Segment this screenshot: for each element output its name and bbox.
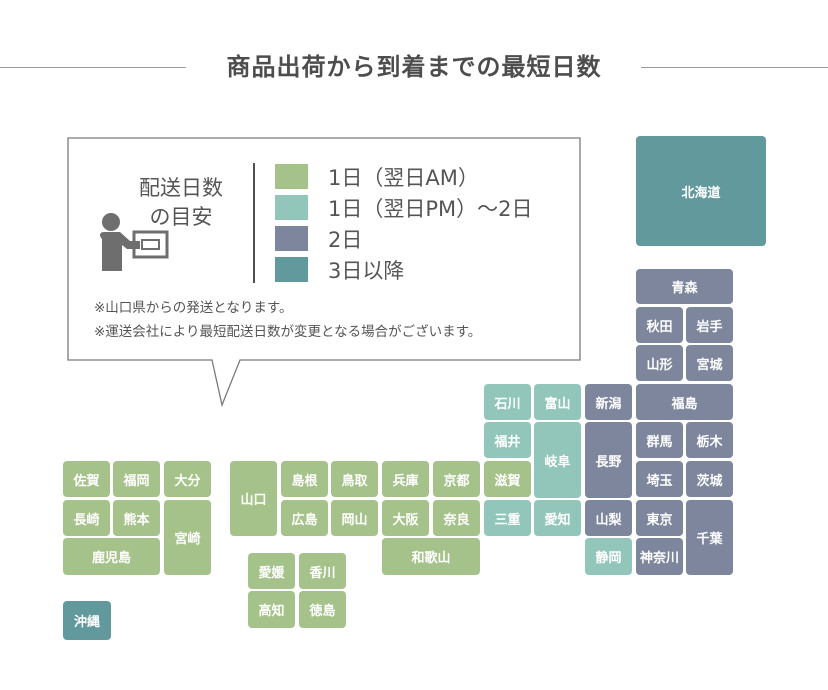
pref-saga: 佐賀 bbox=[63, 461, 110, 497]
pref-tochigi: 栃木 bbox=[686, 422, 733, 458]
pref-okinawa: 沖縄 bbox=[63, 601, 111, 640]
legend-item-2day: 2日 bbox=[275, 226, 363, 252]
legend-heading-line2: の目安 bbox=[149, 205, 213, 229]
pref-ishikawa: 石川 bbox=[484, 384, 531, 420]
legend-item-3day: 3日以降 bbox=[275, 257, 405, 283]
legend-item-1day-pm: 1日（翌日PM）〜2日 bbox=[275, 195, 533, 221]
delivery-person-icon bbox=[100, 213, 169, 271]
legend-note: ※山口県からの発送となります。 bbox=[94, 300, 293, 316]
pref-nara: 奈良 bbox=[433, 500, 480, 536]
pref-fukui: 福井 bbox=[484, 422, 531, 458]
pref-gifu: 岐阜 bbox=[534, 422, 581, 498]
pref-hokkaido: 北海道 bbox=[636, 136, 766, 246]
pref-toyama: 富山 bbox=[534, 384, 581, 420]
pref-kochi: 高知 bbox=[248, 591, 295, 628]
pref-shiga: 滋賀 bbox=[484, 461, 531, 497]
pref-nagasaki: 長崎 bbox=[63, 500, 110, 536]
pref-shimane: 島根 bbox=[281, 461, 328, 497]
legend-heading: 配送日数 の目安 bbox=[122, 174, 240, 232]
pref-miyazaki: 宮崎 bbox=[164, 500, 211, 575]
pref-yamaguchi: 山口 bbox=[230, 461, 277, 536]
legend-label: 2日 bbox=[328, 227, 363, 252]
pref-shizuoka: 静岡 bbox=[585, 538, 632, 575]
pref-fukushima: 福島 bbox=[636, 384, 733, 420]
title-rule-left bbox=[0, 67, 186, 68]
pref-niigata: 新潟 bbox=[585, 384, 632, 420]
pref-hyogo: 兵庫 bbox=[382, 461, 429, 497]
pref-nagano: 長野 bbox=[585, 422, 632, 498]
pref-oita: 大分 bbox=[164, 461, 211, 497]
pref-aomori: 青森 bbox=[636, 269, 733, 304]
pref-aichi: 愛知 bbox=[534, 500, 581, 536]
legend-swatch bbox=[275, 226, 308, 251]
page-title: 商品出荷から到着までの最短日数 bbox=[226, 53, 602, 81]
legend-item-1day-am: 1日（翌日AM） bbox=[275, 164, 479, 190]
pref-kagawa: 香川 bbox=[299, 553, 346, 589]
pref-okayama: 岡山 bbox=[331, 500, 378, 536]
legend-label: 1日（翌日AM） bbox=[328, 165, 479, 190]
legend-divider bbox=[253, 163, 255, 283]
pref-ibaraki: 茨城 bbox=[686, 461, 733, 497]
pref-chiba: 千葉 bbox=[686, 500, 733, 575]
pref-iwate: 岩手 bbox=[686, 307, 733, 343]
pref-kagoshima: 鹿児島 bbox=[63, 538, 160, 575]
legend-heading-line1: 配送日数 bbox=[139, 176, 223, 200]
pref-fukuoka: 福岡 bbox=[113, 461, 160, 497]
pref-mie: 三重 bbox=[484, 500, 531, 536]
legend-swatch bbox=[275, 257, 308, 282]
legend-label: 1日（翌日PM）〜2日 bbox=[328, 196, 533, 221]
pref-yamanashi: 山梨 bbox=[585, 500, 632, 536]
pref-saitama: 埼玉 bbox=[636, 461, 683, 497]
legend-swatch bbox=[275, 164, 308, 189]
legend-note: ※運送会社により最短配送日数が変更となる場合がございます。 bbox=[94, 324, 482, 340]
pref-hiroshima: 広島 bbox=[281, 500, 328, 536]
pref-wakayama: 和歌山 bbox=[382, 538, 480, 575]
pref-yamagata: 山形 bbox=[636, 345, 683, 381]
pref-akita: 秋田 bbox=[636, 307, 683, 343]
title-rule-right bbox=[641, 67, 828, 68]
pref-miyagi: 宮城 bbox=[686, 345, 733, 381]
pref-tokyo: 東京 bbox=[636, 500, 683, 536]
legend-label: 3日以降 bbox=[328, 258, 405, 283]
pref-kanagawa: 神奈川 bbox=[636, 538, 683, 575]
pref-kumamoto: 熊本 bbox=[113, 500, 160, 536]
pref-ehime: 愛媛 bbox=[248, 553, 295, 589]
pref-kyoto: 京都 bbox=[433, 461, 480, 497]
pref-tottori: 鳥取 bbox=[331, 461, 378, 497]
pref-osaka: 大阪 bbox=[382, 500, 429, 536]
pref-tokushima: 徳島 bbox=[299, 591, 346, 628]
pref-gunma: 群馬 bbox=[636, 422, 683, 458]
legend-swatch bbox=[275, 195, 308, 220]
